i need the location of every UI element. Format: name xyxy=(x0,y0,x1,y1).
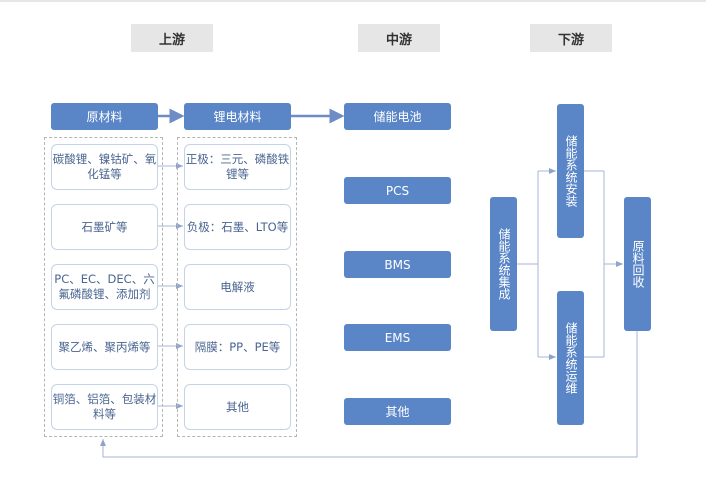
battery-material-item: 隔膜：PP、PE等 xyxy=(184,324,291,370)
downstream-integration: 储能系统集成 xyxy=(490,197,517,331)
midstream-pcs: PCS xyxy=(344,177,451,204)
battery-material-item: 正极：三元、磷酸铁锂等 xyxy=(184,144,291,190)
battery-material-item: 负极：石墨、LTO等 xyxy=(184,204,291,250)
battery-material-item: 电解液 xyxy=(184,264,291,310)
downstream-recycling: 原料回收 xyxy=(624,197,651,331)
battery-material-item: 其他 xyxy=(184,384,291,430)
raw-material-item: 石墨矿等 xyxy=(51,204,158,250)
raw-materials-group xyxy=(44,137,163,437)
header-midstream: 中游 xyxy=(358,24,440,52)
midstream-battery: 储能电池 xyxy=(344,103,451,130)
raw-materials-title: 原材料 xyxy=(51,103,158,130)
raw-material-item: 聚乙烯、聚丙烯等 xyxy=(51,324,158,370)
midstream-ems: EMS xyxy=(344,324,451,351)
battery-materials-group xyxy=(177,137,297,437)
battery-materials-title: 锂电材料 xyxy=(184,103,291,130)
header-upstream: 上游 xyxy=(131,24,213,52)
downstream-operation: 储能系统运维 xyxy=(557,291,584,425)
raw-material-item: PC、EC、DEC、六氟磷酸锂、添加剂 xyxy=(51,264,158,310)
raw-material-item: 铜箔、铝箔、包装材料等 xyxy=(51,384,158,430)
downstream-installation: 储能系统安装 xyxy=(557,104,584,238)
midstream-other: 其他 xyxy=(344,398,451,425)
raw-material-item: 碳酸锂、镍钴矿、氧化锰等 xyxy=(51,144,158,190)
header-downstream: 下游 xyxy=(530,24,612,52)
midstream-bms: BMS xyxy=(344,251,451,278)
